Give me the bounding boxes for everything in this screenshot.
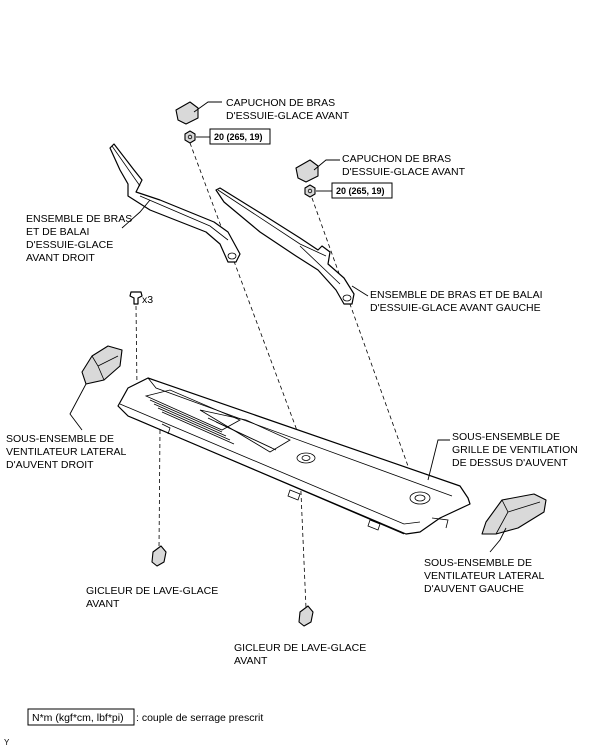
label-wiper-arm-right: ENSEMBLE DE BRAS ET DE BALAI D'ESSUIE-GL… — [26, 213, 132, 264]
svg-text:D'AUVENT DROIT: D'AUVENT DROIT — [6, 459, 94, 471]
assembly-guide-lines — [135, 142, 419, 609]
svg-text:AVANT: AVANT — [234, 655, 268, 667]
svg-text:GICLEUR DE LAVE-GLACE: GICLEUR DE LAVE-GLACE — [234, 642, 366, 654]
corner-mark: Y — [4, 738, 10, 747]
label-ventilation-grille: SOUS-ENSEMBLE DE GRILLE DE VENTILATION D… — [452, 431, 578, 469]
torque-spec-1: 20 (265, 19) — [209, 128, 271, 145]
svg-text:ET DE BALAI: ET DE BALAI — [26, 226, 89, 238]
svg-text:AVANT DROIT: AVANT DROIT — [26, 252, 95, 264]
wiper-arm-cap-1 — [175, 101, 199, 125]
svg-text:AVANT: AVANT — [86, 598, 120, 610]
svg-text:GICLEUR DE LAVE-GLACE: GICLEUR DE LAVE-GLACE — [86, 585, 218, 597]
svg-text:ENSEMBLE DE BRAS ET DE BALAI: ENSEMBLE DE BRAS ET DE BALAI — [370, 289, 543, 301]
washer-nozzle-1 — [151, 545, 167, 567]
cowl-side-ventilator-left — [481, 493, 547, 535]
svg-text:SOUS-ENSEMBLE DE: SOUS-ENSEMBLE DE — [6, 433, 114, 445]
svg-text:CAPUCHON DE BRAS: CAPUCHON DE BRAS — [226, 97, 335, 109]
wiper-arm-cap-2 — [295, 159, 319, 183]
label-side-ventilator-right: SOUS-ENSEMBLE DE VENTILATEUR LATERAL D'A… — [6, 433, 127, 471]
torque-value: 20 (265, 19) — [336, 186, 385, 196]
label-washer-nozzle-2: GICLEUR DE LAVE-GLACE AVANT — [234, 642, 366, 667]
torque-legend: N*m (kgf*cm, lbf*pi) : couple de serrage… — [27, 708, 263, 726]
svg-text:D'AUVENT GAUCHE: D'AUVENT GAUCHE — [424, 583, 524, 595]
nut-icon — [184, 130, 196, 144]
svg-text:VENTILATEUR LATERAL: VENTILATEUR LATERAL — [6, 446, 127, 458]
cowl-side-ventilator-right — [81, 345, 123, 385]
svg-text:ENSEMBLE DE BRAS: ENSEMBLE DE BRAS — [26, 213, 132, 225]
svg-text:CAPUCHON DE BRAS: CAPUCHON DE BRAS — [342, 153, 451, 165]
torque-value: 20 (265, 19) — [214, 132, 263, 142]
clip-quantity: x3 — [142, 294, 153, 306]
svg-text:D'ESSUIE-GLACE AVANT GAUCHE: D'ESSUIE-GLACE AVANT GAUCHE — [370, 302, 541, 314]
svg-text:D'ESSUIE-GLACE AVANT: D'ESSUIE-GLACE AVANT — [342, 166, 466, 178]
washer-nozzle-2 — [298, 605, 314, 627]
front-wiper-arm-left — [215, 187, 355, 305]
clip-icon — [129, 291, 143, 305]
svg-text:D'ESSUIE-GLACE AVANT: D'ESSUIE-GLACE AVANT — [226, 110, 350, 122]
callout-leaders — [69, 101, 507, 553]
cowl-top-ventilation-grille — [117, 377, 471, 535]
legend-unit: N*m (kgf*cm, lbf*pi) — [32, 712, 124, 724]
label-wiper-arm-cap-2: CAPUCHON DE BRAS D'ESSUIE-GLACE AVANT — [342, 153, 466, 178]
svg-text:DE DESSUS D'AUVENT: DE DESSUS D'AUVENT — [452, 457, 568, 469]
legend-description: : couple de serrage prescrit — [136, 712, 263, 724]
svg-text:GRILLE DE VENTILATION: GRILLE DE VENTILATION — [452, 444, 578, 456]
torque-spec-2: 20 (265, 19) — [331, 182, 393, 199]
front-wiper-arm-right — [109, 143, 241, 263]
label-washer-nozzle-1: GICLEUR DE LAVE-GLACE AVANT — [86, 585, 218, 610]
svg-text:SOUS-ENSEMBLE DE: SOUS-ENSEMBLE DE — [424, 557, 532, 569]
svg-text:SOUS-ENSEMBLE DE: SOUS-ENSEMBLE DE — [452, 431, 560, 443]
svg-text:VENTILATEUR LATERAL: VENTILATEUR LATERAL — [424, 570, 545, 582]
svg-text:D'ESSUIE-GLACE: D'ESSUIE-GLACE — [26, 239, 113, 251]
label-side-ventilator-left: SOUS-ENSEMBLE DE VENTILATEUR LATERAL D'A… — [424, 557, 545, 595]
label-wiper-arm-cap-1: CAPUCHON DE BRAS D'ESSUIE-GLACE AVANT — [226, 97, 350, 122]
label-wiper-arm-left: ENSEMBLE DE BRAS ET DE BALAI D'ESSUIE-GL… — [370, 289, 543, 314]
nut-icon — [304, 184, 316, 198]
